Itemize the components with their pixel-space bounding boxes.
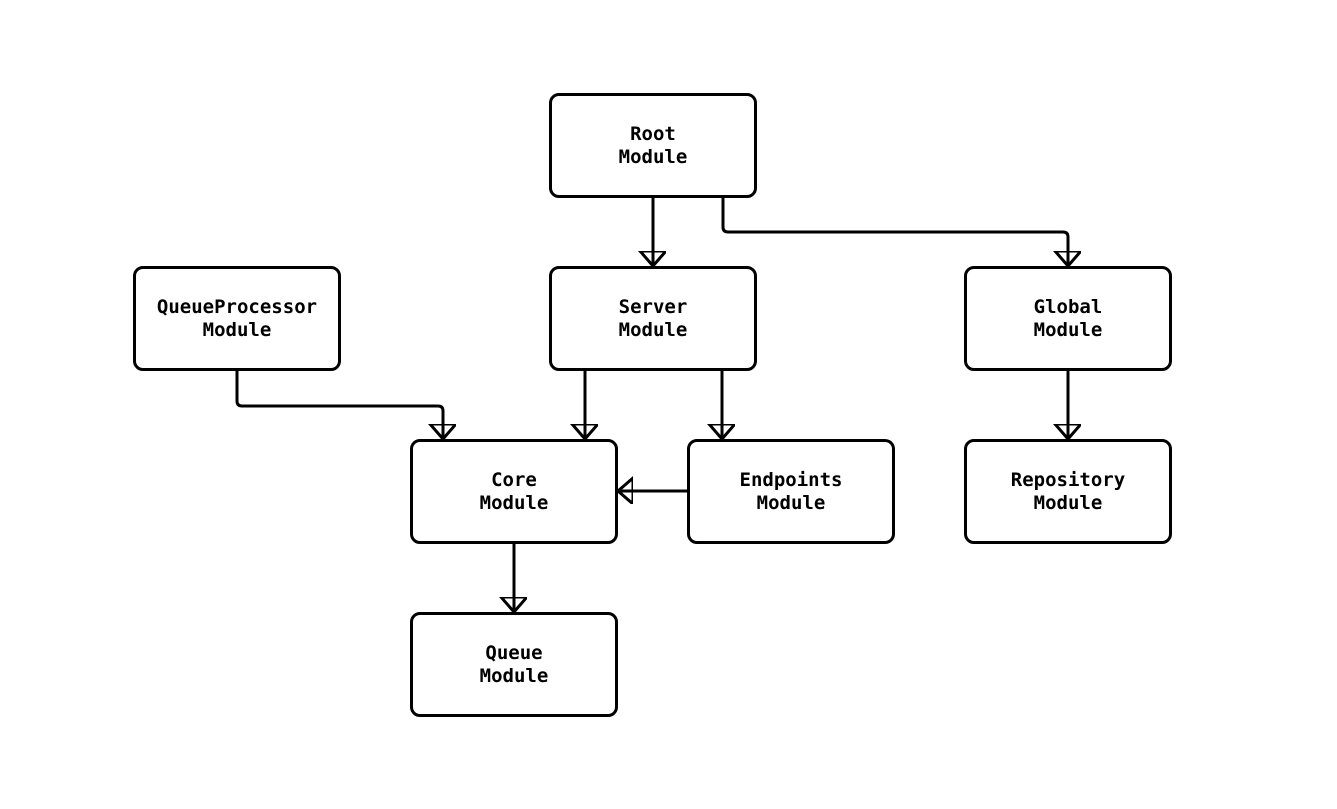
node-global-module-label: Global Module [1033,295,1103,341]
node-server-module: Server Module [549,266,757,371]
node-server-module-label: Server Module [618,295,688,341]
node-queueprocessor-module: QueueProcessor Module [133,266,341,371]
node-queueprocessor-module-label: QueueProcessor Module [156,295,318,341]
node-global-module: Global Module [964,266,1172,371]
edge-queueprocessor-to-core [235,371,443,439]
node-root-module: Root Module [549,93,757,198]
node-core-module: Core Module [410,439,618,544]
node-endpoints-module: Endpoints Module [687,439,895,544]
node-queue-module-label: Queue Module [479,641,549,687]
node-endpoints-module-label: Endpoints Module [739,468,843,514]
node-repository-module-label: Repository Module [1010,468,1126,514]
edge-root-to-global [721,198,1068,266]
node-queue-module: Queue Module [410,612,618,717]
node-root-module-label: Root Module [618,122,688,168]
node-repository-module: Repository Module [964,439,1172,544]
node-core-module-label: Core Module [479,468,549,514]
